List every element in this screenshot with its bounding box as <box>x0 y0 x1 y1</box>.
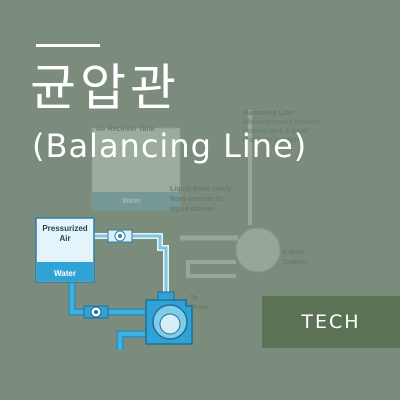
faded-liquid-flows-3: liquid drainer <box>170 206 215 213</box>
faded-balancing-title: Balancing Line: <box>243 110 295 117</box>
category-tag-label: TECH <box>301 311 361 333</box>
pressurized-label-2: Air <box>59 234 70 243</box>
faded-to-drain-1: To <box>190 295 198 302</box>
balancing-pipe <box>94 234 168 296</box>
drain-pipe <box>116 330 148 350</box>
tank-water-label: Water <box>54 269 76 278</box>
pressurized-label-1: Pressurized <box>42 224 87 233</box>
faded-balancing-desc-3: drainer to equalize <box>243 137 301 144</box>
faded-liquid-drainer <box>235 227 281 273</box>
water-pipe <box>68 282 146 316</box>
liquid-drainer-icon <box>145 291 193 345</box>
faded-liquid-flows-2: from receiver to <box>170 196 223 203</box>
category-tag[interactable]: TECH <box>262 296 400 348</box>
balancing-pipe-outline <box>94 233 169 296</box>
faded-air-receiver-label: Air Receiver Tank <box>96 126 155 133</box>
accent-bar <box>36 44 100 47</box>
page-subtitle: (Balancing Line) <box>32 127 308 165</box>
foreground-diagram: Pressurized Air Water <box>35 217 193 350</box>
valve-icon <box>83 305 109 319</box>
page-title: 균압관 <box>30 59 180 117</box>
faded-drain-pipe <box>186 260 236 278</box>
drain-pipe-inner <box>118 332 148 350</box>
faded-balancing-desc-1: Allows pressure between <box>243 119 321 126</box>
faded-water-layer <box>92 192 180 210</box>
faded-diagram: Air Receiver Tank Water Balancing Line: … <box>91 110 321 311</box>
faded-liquid-drainer-2: Drainer <box>283 259 308 266</box>
faded-to-drain-2: Drain <box>190 304 208 311</box>
tank-water-layer <box>37 262 93 281</box>
faded-liquid-flows-1: Liquid flows freely <box>170 186 232 193</box>
faded-balancing-desc-2: receiver tank & liquid <box>243 128 308 135</box>
water-pipe-inner <box>70 282 146 314</box>
valve-icon <box>107 229 133 243</box>
faded-water-label: Water <box>122 198 141 205</box>
faded-air-receiver-tank <box>91 127 181 211</box>
faded-liquid-drainer-1: Liquid <box>283 249 304 256</box>
